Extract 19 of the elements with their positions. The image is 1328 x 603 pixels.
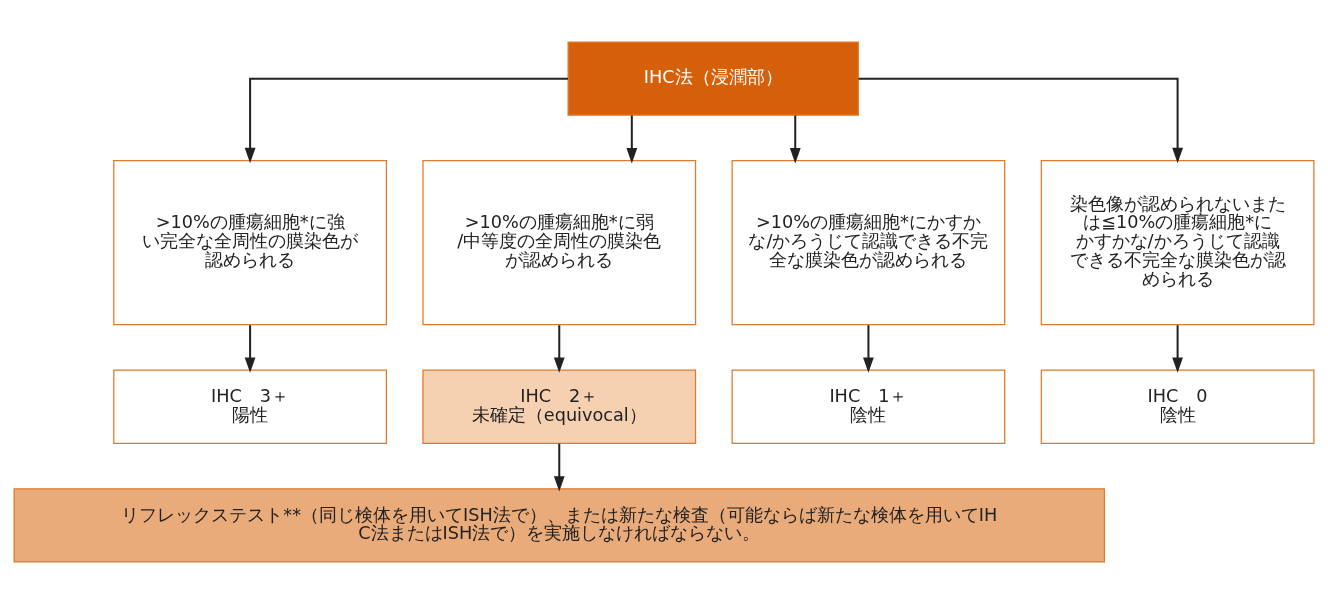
arrow bbox=[858, 77, 1183, 163]
node-box: >10%の腫瘍細胞*に弱/中等度の全周性の膜染色が認められる bbox=[422, 159, 697, 325]
node-box: IHC 0 陰性 bbox=[1040, 369, 1315, 444]
node-box: 染色像が認められないまたは≦10%の腫瘍細胞*にかすかな/かろうじて認識できる不完全な膜染色が認められる bbox=[1040, 159, 1315, 325]
arrow bbox=[863, 324, 874, 373]
node-box: IHC 3＋ 陽性 bbox=[113, 369, 387, 444]
arrow bbox=[789, 114, 801, 163]
arrow bbox=[553, 443, 565, 492]
arrow bbox=[1172, 324, 1183, 373]
node-box: IHC 2＋ 未確定（equivocal） bbox=[422, 369, 697, 444]
node-box: IHC法（浸潤部） bbox=[567, 40, 859, 116]
arrow bbox=[244, 77, 568, 163]
arrow bbox=[244, 324, 256, 373]
node-box: リフレックステスト**（同じ検体を用いてISH法で）、または新たな検査（可能ならば新たな検体を用いてIHC法またはISH法で）を実施しなければならない。 bbox=[13, 487, 1106, 563]
arrow bbox=[553, 324, 565, 373]
arrow bbox=[626, 114, 638, 163]
node-box: IHC 1＋ 陰性 bbox=[731, 369, 1006, 444]
node-box: >10%の腫瘍細胞*に強い完全な全周性の膜染色が認められる bbox=[113, 159, 387, 325]
node-box: >10%の腫瘍細胞*にかすかな/かろうじて認識できる不完全な膜染色が認められる bbox=[731, 159, 1006, 325]
